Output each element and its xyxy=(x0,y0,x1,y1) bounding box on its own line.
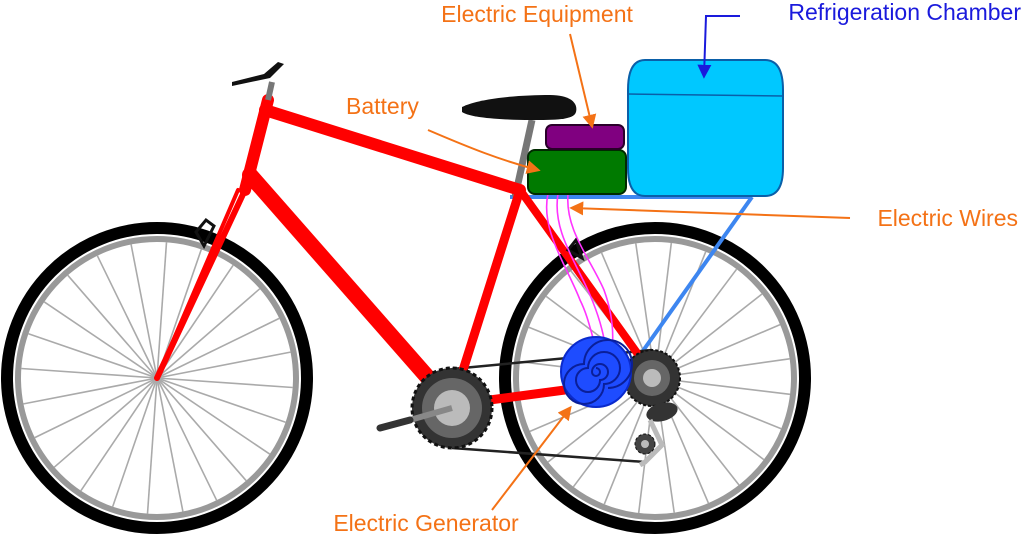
front-wheel xyxy=(1,222,313,534)
rear-rim xyxy=(513,236,797,520)
front-brake xyxy=(194,217,216,250)
spoke xyxy=(111,377,158,507)
annotation-arrows xyxy=(427,15,851,511)
electric-wires-arrow xyxy=(569,201,851,219)
handlebar xyxy=(232,62,284,101)
refrigeration-chamber-arrow xyxy=(697,15,740,79)
spoke xyxy=(156,264,234,379)
electric-generator xyxy=(560,336,633,408)
rear-derailleur xyxy=(634,402,678,468)
spoke xyxy=(156,351,291,379)
battery-label: Battery xyxy=(346,93,419,119)
spoke xyxy=(146,377,158,514)
spoke xyxy=(156,317,280,379)
chainring xyxy=(376,366,494,450)
electric-equipment xyxy=(545,124,625,150)
refrigeration-chamber-label: Refrigeration Chamber xyxy=(788,0,1021,25)
electric-generator-arrow xyxy=(491,405,572,511)
spoke xyxy=(156,377,184,512)
spoke xyxy=(156,288,261,379)
rear-cassette xyxy=(623,349,681,407)
spoke xyxy=(156,242,168,379)
bicycle-seat xyxy=(462,95,577,120)
front-spokes xyxy=(21,242,293,514)
refrigeration-chamber xyxy=(627,59,784,197)
spoke xyxy=(156,377,293,389)
spoke xyxy=(80,377,158,492)
rear-brake xyxy=(565,236,585,262)
spoke xyxy=(96,255,158,379)
rear-tire xyxy=(499,222,811,534)
spoke xyxy=(156,377,247,482)
spoke xyxy=(130,244,158,379)
spoke xyxy=(67,274,158,379)
electric-wires-label: Electric Wires xyxy=(877,205,1018,231)
spoke xyxy=(156,377,218,501)
electric-wires xyxy=(545,193,614,353)
spoke xyxy=(43,301,158,379)
battery xyxy=(527,149,627,195)
front-tire xyxy=(1,222,313,534)
generator-spiral xyxy=(563,339,633,405)
spoke xyxy=(156,377,286,424)
spoke xyxy=(28,332,158,379)
electric-equipment-arrow xyxy=(569,33,597,129)
battery-arrow xyxy=(427,129,541,174)
electric-equipment-label: Electric Equipment xyxy=(441,1,633,27)
spoke xyxy=(34,377,158,439)
spoke xyxy=(23,377,158,405)
spoke xyxy=(21,367,158,379)
front-rim xyxy=(15,236,299,520)
spoke xyxy=(53,377,158,468)
spoke xyxy=(156,377,271,455)
electric-generator-label: Electric Generator xyxy=(333,510,519,535)
